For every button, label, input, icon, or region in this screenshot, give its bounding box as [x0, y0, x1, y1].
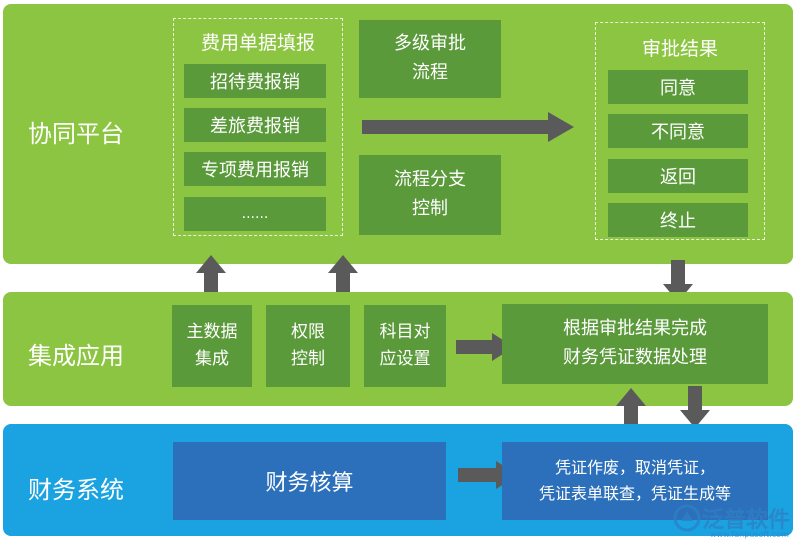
fanpu-logo-icon — [673, 504, 701, 532]
expense-group-title: 费用单据填报 — [200, 32, 315, 54]
integration-label: 集成应用 — [28, 342, 124, 370]
voucher-ops-line: 凭证作废，取消凭证， — [554, 458, 715, 478]
result-group — [595, 22, 765, 240]
voucher-process-line: 财务凭证数据处理 — [563, 347, 707, 368]
voucher-process-box: 根据审批结果完成 财务凭证数据处理 — [502, 304, 768, 384]
subject-line: 科目对 — [379, 321, 431, 342]
voucher-ops-line: 凭证表单联查，凭证生成等 — [538, 484, 731, 503]
subject-line: 应设置 — [379, 349, 431, 369]
subject-box: 科目对 应设置 — [364, 305, 446, 387]
branch-line: 流程分支 — [394, 169, 466, 191]
accounting-box: 财务核算 — [173, 442, 446, 520]
result-item: 同意 — [608, 70, 748, 104]
expense-item: ...... — [184, 197, 326, 231]
permission-line: 控制 — [291, 349, 325, 369]
multi-level-line: 流程 — [412, 62, 448, 83]
voucher-ops-box: 凭证作废，取消凭证， 凭证表单联查，凭证生成等 — [502, 442, 768, 520]
finance-label: 财务系统 — [28, 476, 124, 504]
result-group-title: 审批结果 — [641, 38, 718, 60]
master-data-line: 集成 — [195, 349, 229, 369]
multi-level-approval-box: 多级审批 流程 — [359, 20, 501, 98]
down-arrow-icon — [680, 386, 710, 428]
branch-control-box: 流程分支 控制 — [359, 155, 501, 235]
watermark-text: 泛普软件 — [701, 508, 790, 533]
watermark-url: www.fanpusoft.com — [709, 530, 789, 539]
result-item: 终止 — [608, 203, 748, 237]
up-arrow-icon — [328, 255, 358, 299]
right-arrow-icon — [456, 333, 514, 361]
expense-item: 差旅费报销 — [184, 108, 326, 142]
permission-line: 权限 — [291, 321, 325, 342]
master-data-line: 主数据 — [186, 321, 238, 342]
master-data-box: 主数据 集成 — [172, 305, 252, 387]
branch-line: 控制 — [412, 198, 448, 219]
result-item: 不同意 — [608, 114, 748, 148]
up-arrow-icon — [616, 388, 646, 430]
expense-item: 专项费用报销 — [184, 152, 326, 186]
multi-level-line: 多级审批 — [394, 33, 466, 55]
platform-label: 协同平台 — [28, 120, 124, 148]
watermark: 泛普软件 www.fanpusoft.com — [672, 502, 790, 539]
right-arrow-icon — [362, 112, 574, 142]
voucher-process-line: 根据审批结果完成 — [563, 318, 707, 340]
down-arrow-icon — [663, 260, 693, 302]
expense-group — [173, 18, 343, 236]
permission-box: 权限 控制 — [266, 305, 350, 387]
up-arrow-icon — [196, 255, 226, 299]
expense-item: 招待费报销 — [184, 64, 326, 98]
result-item: 返回 — [608, 159, 748, 193]
